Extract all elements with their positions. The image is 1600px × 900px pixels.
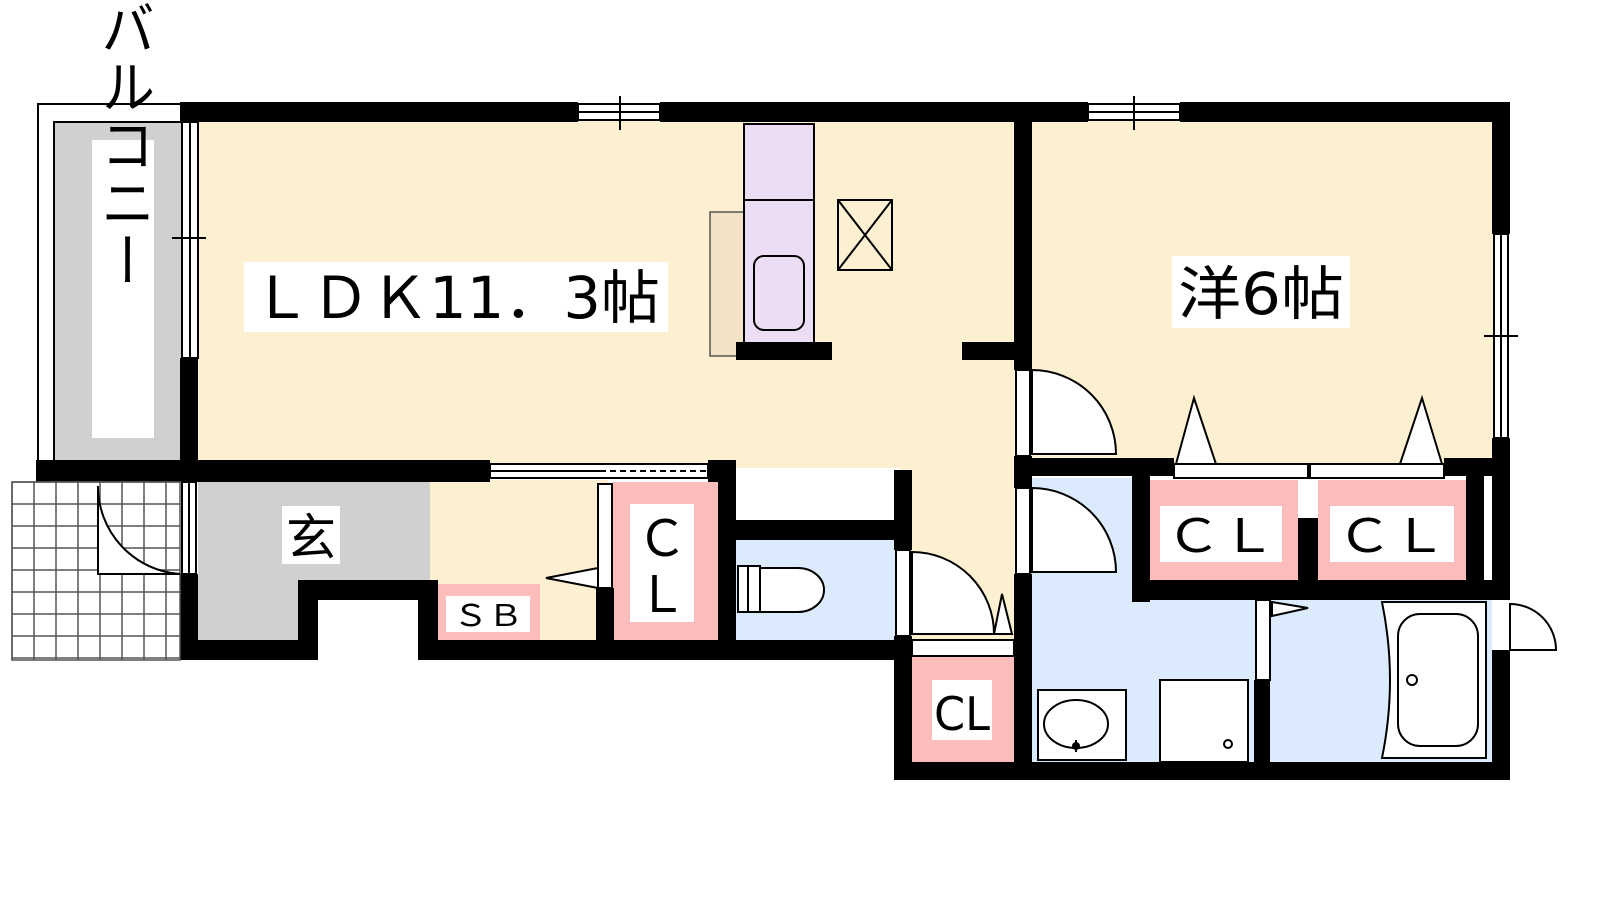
door-western	[1031, 368, 1118, 455]
kitchen-sink-outline	[743, 123, 815, 345]
sliding-door-hall	[489, 463, 709, 479]
toilet-fixture	[737, 565, 825, 613]
wall-closet-right	[1466, 472, 1484, 582]
washing-machine-space	[1159, 679, 1249, 763]
window-ldk-left	[172, 121, 206, 359]
wall-top-left	[180, 102, 578, 122]
wall-right-mid	[1492, 438, 1510, 600]
wall-hall-bottom	[418, 640, 912, 660]
door-closet-small-jamb	[911, 639, 1015, 657]
doors	[96, 368, 1558, 681]
wall-closet-mid	[1298, 518, 1318, 588]
wall-toilet-top	[718, 520, 896, 540]
balcony-label: バルコニー	[92, 0, 155, 289]
closet-small-label: CL	[934, 687, 990, 741]
window-entrance-left	[181, 481, 197, 575]
door-bathroom-sliding	[1271, 600, 1309, 618]
fixtures	[737, 123, 1487, 763]
door-closet-w1-swing	[1174, 394, 1218, 465]
shoe-box-label-bg	[446, 596, 530, 632]
western-label-bg	[1172, 256, 1350, 328]
shoe-box-label: ＳＢ	[453, 599, 523, 634]
balcony-label-bg	[92, 140, 154, 438]
wall-western-bottom-right	[1444, 458, 1510, 476]
door-washroom	[1031, 486, 1118, 573]
entrance-tile-grid	[11, 481, 181, 661]
wall-mid-horizontal	[36, 460, 490, 482]
window-ldk-top	[577, 96, 661, 130]
wall-entrance-step-top	[298, 580, 438, 600]
wall-bottom-right	[894, 762, 1510, 780]
closet-hall-label-l: Ｌ	[637, 566, 687, 624]
entrance-label-bg	[282, 506, 340, 564]
entrance-label: 玄	[286, 509, 336, 567]
windows	[172, 96, 1518, 575]
closet-western-1-label: ＣＬ	[1166, 509, 1276, 563]
wall-top-right	[1180, 102, 1510, 122]
door-closet-western-1	[1173, 463, 1309, 479]
wall-divider-lower2	[1014, 574, 1032, 764]
wall-top-mid	[660, 102, 1088, 122]
kitchen-sink	[753, 255, 805, 331]
door-closet-western-2	[1309, 463, 1445, 479]
closet-western-2-label: ＣＬ	[1337, 509, 1447, 563]
wall-left-lower	[180, 574, 198, 660]
wall-divider-ldk-western-stub	[962, 342, 1022, 360]
labels: ＬＤＫ11．3帖 洋6帖 バルコニー 玄 ＳＢ Ｃ Ｌ CL ＣＬ ＣＬ	[92, 0, 1454, 741]
room-fills	[54, 120, 1496, 762]
wall-divider-ldk-western	[1014, 120, 1032, 370]
closet-hall-label-c: Ｃ	[637, 510, 687, 568]
door-entrance	[96, 485, 181, 575]
door-toilet-sliding	[992, 593, 1014, 635]
wall-closet-left	[1132, 472, 1150, 602]
wall-left-mid	[180, 358, 198, 480]
western-label: 洋6帖	[1178, 260, 1344, 328]
wall-closet-hall-right	[718, 462, 736, 660]
wall-kitchen-stub	[736, 342, 832, 360]
wall-right-lower	[1492, 650, 1510, 780]
wall-lower-left-side	[894, 636, 912, 780]
door-toilet	[911, 550, 996, 635]
door-closet-hall-jamb	[597, 483, 613, 589]
walls	[36, 102, 1510, 780]
wall-closet-hall-left	[596, 588, 614, 660]
closet-hall-label-bg	[630, 504, 694, 622]
door-toilet-jamb	[895, 549, 911, 637]
bathtub	[1380, 601, 1487, 759]
door-bath-jamb	[1255, 599, 1271, 681]
kitchen-counter	[709, 211, 745, 357]
wall-entrance-bottom	[180, 640, 318, 660]
refrigerator-space	[837, 199, 893, 271]
wall-entrance-step	[298, 582, 318, 660]
closet-western-2-label-bg	[1330, 506, 1454, 562]
door-washroom-jamb	[1015, 487, 1031, 575]
wall-left-upper	[180, 102, 198, 122]
wall-toilet-right	[894, 470, 912, 550]
closet-small-label-bg	[932, 680, 992, 740]
door-western-jamb	[1015, 369, 1031, 457]
ldk-label-bg	[244, 262, 668, 332]
wall-right-upper	[1492, 102, 1510, 234]
door-closet-hall-swing	[545, 566, 599, 590]
closet-western-1-label-bg	[1160, 506, 1282, 562]
door-closet-w2-swing	[1398, 394, 1444, 465]
window-western-right	[1484, 233, 1518, 439]
window-western-top	[1087, 96, 1181, 130]
door-bathroom	[1509, 602, 1558, 651]
ldk-label: ＬＤＫ11．3帖	[252, 264, 660, 332]
wall-bath-divider	[1254, 680, 1270, 766]
washbasin	[1037, 689, 1127, 761]
wall-western-bottom-left	[1014, 458, 1174, 476]
wall-closet-bottom	[1132, 580, 1492, 600]
